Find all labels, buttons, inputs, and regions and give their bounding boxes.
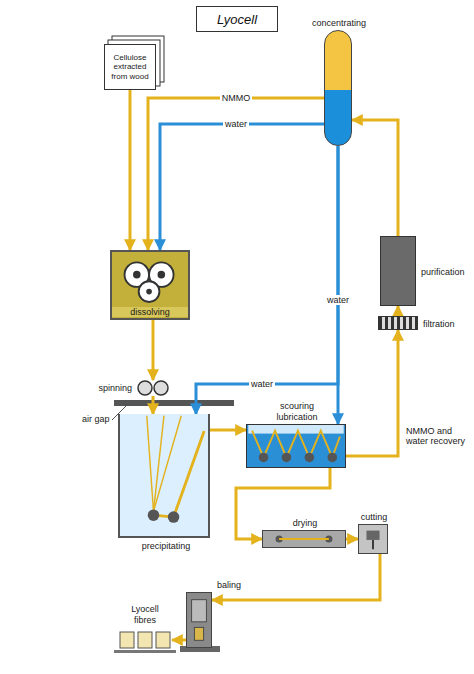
concentrator-tank: concentrating [324,30,352,146]
material-flow-line [152,320,155,380]
dryer: drying [262,530,346,548]
material-flow-line [172,639,186,642]
material-flow-line [210,429,246,432]
note-label: air gap [82,414,110,424]
material-flow-line [352,120,398,236]
node-illustration [359,525,387,553]
material-flow-line [346,330,398,456]
node-label: Cellulose extracted from wood [108,53,152,81]
flow-label: NMMO [220,93,253,103]
node-label: filtration [423,319,455,329]
cutter: cutting [358,524,388,554]
material-flow-line [236,468,330,539]
flow-label: water [249,379,275,389]
node-label: concentrating [312,18,366,28]
precipitation-bath: precipitating [118,414,210,538]
material-flow-line [397,306,400,316]
filter-unit: filtration [378,316,418,330]
spinning-rollers: spinning [138,380,168,396]
node-label: spinning [98,383,132,393]
node-illustration [118,628,172,648]
material-flow-line [152,396,155,414]
water-flow-line [337,146,340,424]
node-label: purification [421,267,465,277]
fibre-bales: Lyocell fibres [118,628,172,648]
node-label: Lyocell fibres [123,604,167,625]
pallet [114,650,176,653]
node-label: scouring lubrication [265,401,329,422]
source-sheets: Cellulose extracted from wood [104,44,156,90]
node-label: baling [217,580,241,590]
scouring-bath: scouring lubrication [246,424,346,468]
material-flow-line [129,90,132,250]
node-illustration [247,425,345,467]
node-illustration [263,531,345,547]
node-label: precipitating [142,541,191,551]
flow-label: water [223,119,249,129]
flow-label: NMMO and water recovery [404,426,472,447]
water-flow-line [160,124,324,250]
material-flow-line [148,98,324,250]
dissolving-unit: dissolving [110,250,190,320]
material-flow-line [346,538,358,541]
diagram-title: Lyocell [196,6,278,32]
node-label: cutting [361,512,388,522]
node-label: dissolving [112,307,188,317]
node-label: drying [293,518,318,528]
spinneret-plate [114,400,234,406]
material-flow-line [212,554,380,600]
node-illustration [138,380,168,396]
node-illustration [187,593,211,647]
water-flow-line [196,146,338,414]
flow-label: water [325,295,351,305]
node-illustration [120,414,208,536]
purification-unit: purification [380,236,416,306]
baling-press: baling [186,592,212,648]
